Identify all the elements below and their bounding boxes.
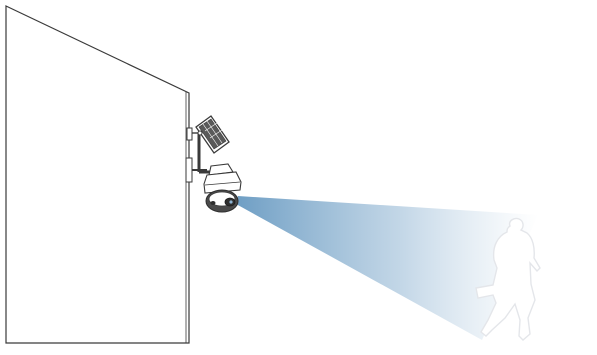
camera-upper-body <box>203 171 242 194</box>
solar-panel-cells <box>198 118 227 150</box>
wall-face <box>5 5 190 344</box>
mounting-bracket <box>185 127 210 183</box>
person-silhouette <box>475 217 541 341</box>
wall-icon <box>5 5 190 344</box>
security-camera-icon <box>203 163 242 213</box>
detection-beam <box>236 196 538 340</box>
walking-person-icon <box>475 217 541 341</box>
solar-panel-icon <box>195 115 230 154</box>
